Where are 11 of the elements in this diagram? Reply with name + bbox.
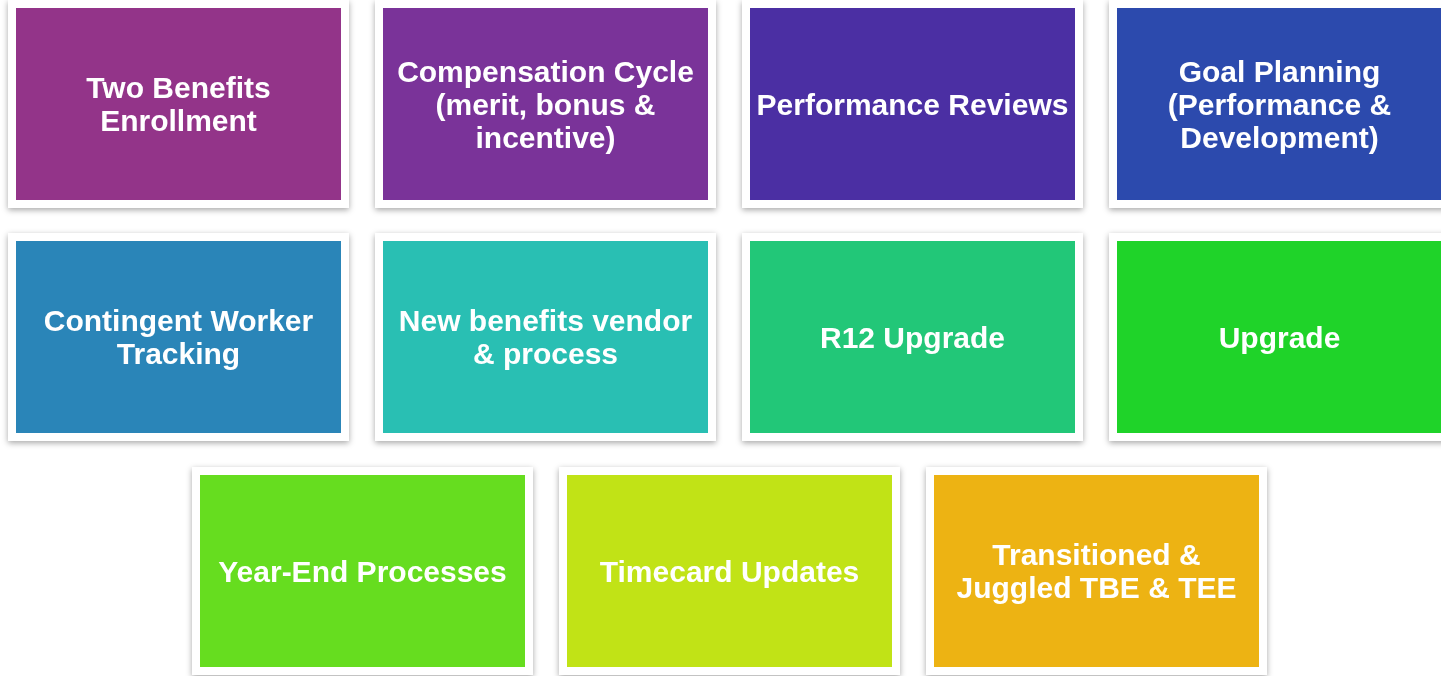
- tile-title: Compensation Cycle (merit, bonus & incentive): [396, 54, 695, 154]
- tile-title: Transitioned & Juggled TBE & TEE: [955, 538, 1238, 604]
- tile-title: Timecard Updates: [598, 554, 861, 588]
- tile-title: Contingent Worker Tracking: [42, 304, 315, 370]
- tile-title: R12 Upgrade: [818, 320, 1007, 354]
- tile-title: Performance Reviews: [755, 87, 1070, 121]
- tile-title: New benefits vendor & process: [397, 304, 694, 370]
- tile-title: Year-End Processes: [217, 554, 508, 588]
- tile-title: Two Benefits Enrollment: [85, 71, 272, 137]
- tile-title: Goal Planning (Performance & Development): [1166, 54, 1393, 154]
- tile-title: Upgrade: [1217, 320, 1342, 354]
